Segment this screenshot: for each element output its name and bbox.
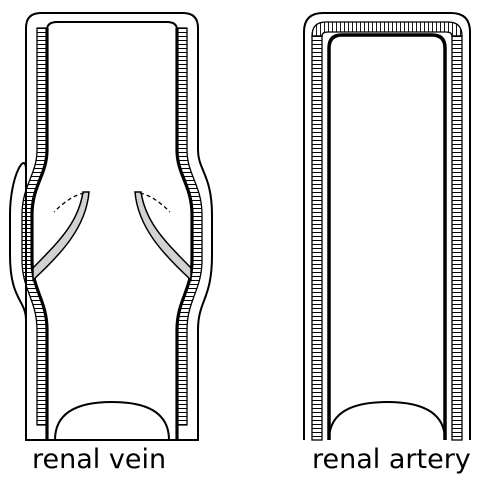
vein-bottom-opening (55, 402, 169, 440)
artery-left-muscle-layer (312, 36, 322, 440)
renal-vein-drawing (10, 13, 212, 440)
artery-bottom-opening (329, 402, 445, 440)
renal-artery-drawing (304, 13, 470, 440)
renal-vein-label: renal vein (32, 446, 166, 473)
vein-left-valve-cusp (33, 192, 89, 280)
vein-top-arch (47, 22, 177, 30)
artery-inner-lumen (329, 35, 445, 440)
vein-right-valve-cusp (135, 192, 191, 280)
renal-artery-label: renal artery (312, 446, 471, 473)
artery-right-muscle-layer (452, 36, 462, 440)
